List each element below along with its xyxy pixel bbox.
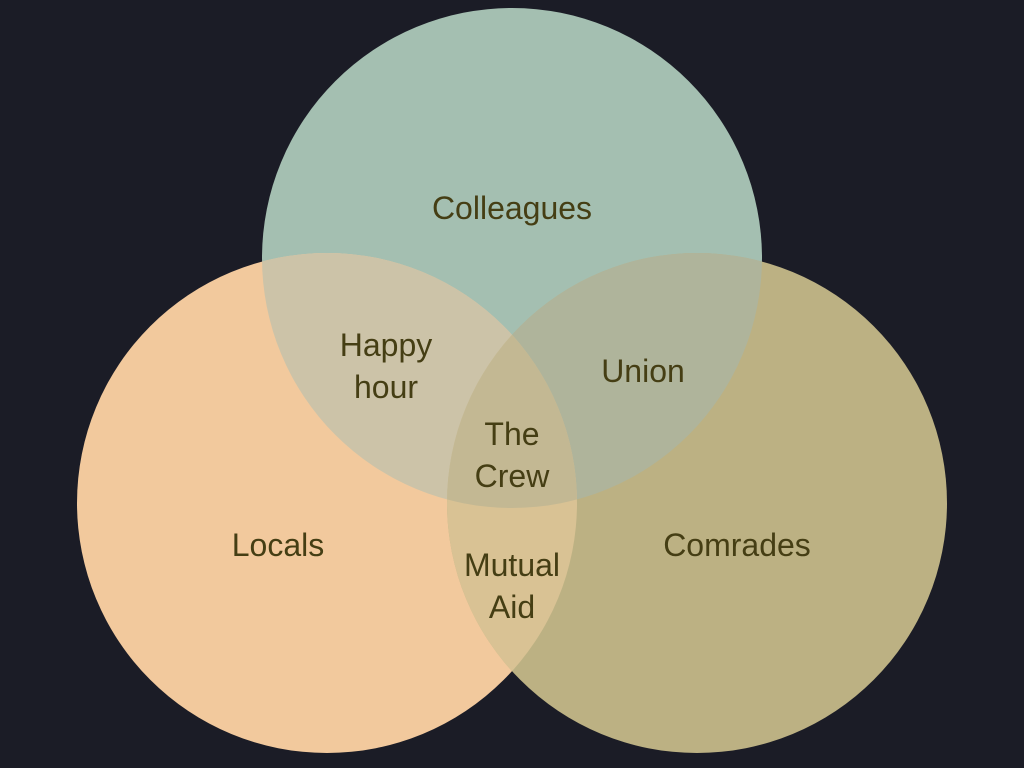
set-label-colleagues: Colleagues — [431, 189, 593, 226]
intersection-label-mutual-aid: Mutual Aid — [463, 546, 561, 625]
intersection-label-union: Union — [601, 352, 685, 389]
intersection-label-the-crew: The Crew — [474, 415, 550, 494]
set-label-comrades: Comrades — [663, 526, 811, 563]
intersection-label-happy-hour: Happy hour — [339, 326, 433, 405]
set-label-locals: Locals — [231, 526, 325, 563]
